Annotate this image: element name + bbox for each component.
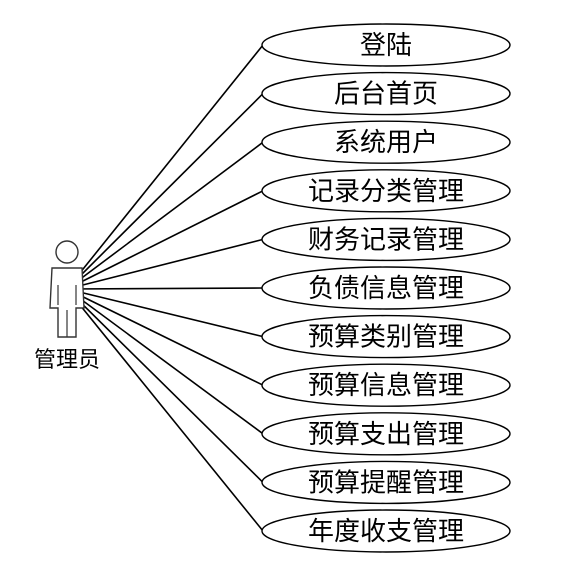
use-case: 预算信息管理 [261, 363, 511, 407]
use-case-label: 财务记录管理 [308, 225, 464, 255]
use-case: 年度收支管理 [261, 509, 511, 553]
association-line [66, 288, 264, 435]
use-case-label: 系统用户 [334, 128, 438, 158]
use-case-label: 预算提醒管理 [308, 468, 464, 498]
use-case: 预算类别管理 [261, 314, 511, 359]
use-case-list: 登陆后台首页系统用户记录分类管理财务记录管理负债信息管理预算类别管理预算信息管理… [261, 23, 511, 553]
use-case-ellipse [261, 217, 511, 262]
association-line [66, 190, 264, 290]
use-case: 后台首页 [261, 71, 511, 116]
use-case: 财务记录管理 [261, 217, 511, 262]
use-case: 登陆 [261, 23, 511, 67]
use-case-ellipse [261, 460, 511, 505]
association-line [66, 93, 264, 290]
use-case-ellipse [261, 120, 511, 164]
use-case: 系统用户 [261, 120, 511, 164]
use-case-ellipse [261, 266, 511, 310]
association-line [66, 238, 264, 290]
use-case-label: 年度收支管理 [308, 517, 464, 547]
use-case-ellipse [261, 314, 511, 359]
use-case: 负债信息管理 [261, 266, 511, 310]
association-line [66, 288, 264, 532]
association-line [66, 288, 264, 483]
use-case-label: 预算支出管理 [308, 420, 464, 450]
use-case-ellipse [261, 169, 511, 213]
use-case-ellipse [261, 363, 511, 407]
association-line [66, 44, 264, 290]
association-line [66, 287, 264, 290]
association-line [66, 288, 264, 386]
use-case-ellipse [261, 23, 511, 67]
use-case-label: 预算类别管理 [308, 323, 464, 353]
use-case: 记录分类管理 [261, 169, 511, 213]
actor-label: 管理员 [34, 348, 100, 373]
association-lines [66, 44, 264, 532]
use-case-ellipse [261, 509, 511, 553]
association-line [66, 141, 264, 290]
actor-admin: 管理员 [34, 240, 100, 373]
use-case-label: 负债信息管理 [308, 274, 464, 304]
person-icon [49, 240, 85, 338]
use-case-label: 后台首页 [334, 80, 438, 110]
use-case-label: 登陆 [360, 31, 412, 61]
use-case-label: 预算信息管理 [308, 371, 464, 401]
use-case-label: 记录分类管理 [308, 177, 464, 207]
use-case: 预算提醒管理 [261, 460, 511, 505]
use-case-ellipse [261, 71, 511, 116]
use-case: 预算支出管理 [261, 412, 511, 456]
association-line [66, 288, 264, 338]
use-case-ellipse [261, 412, 511, 456]
